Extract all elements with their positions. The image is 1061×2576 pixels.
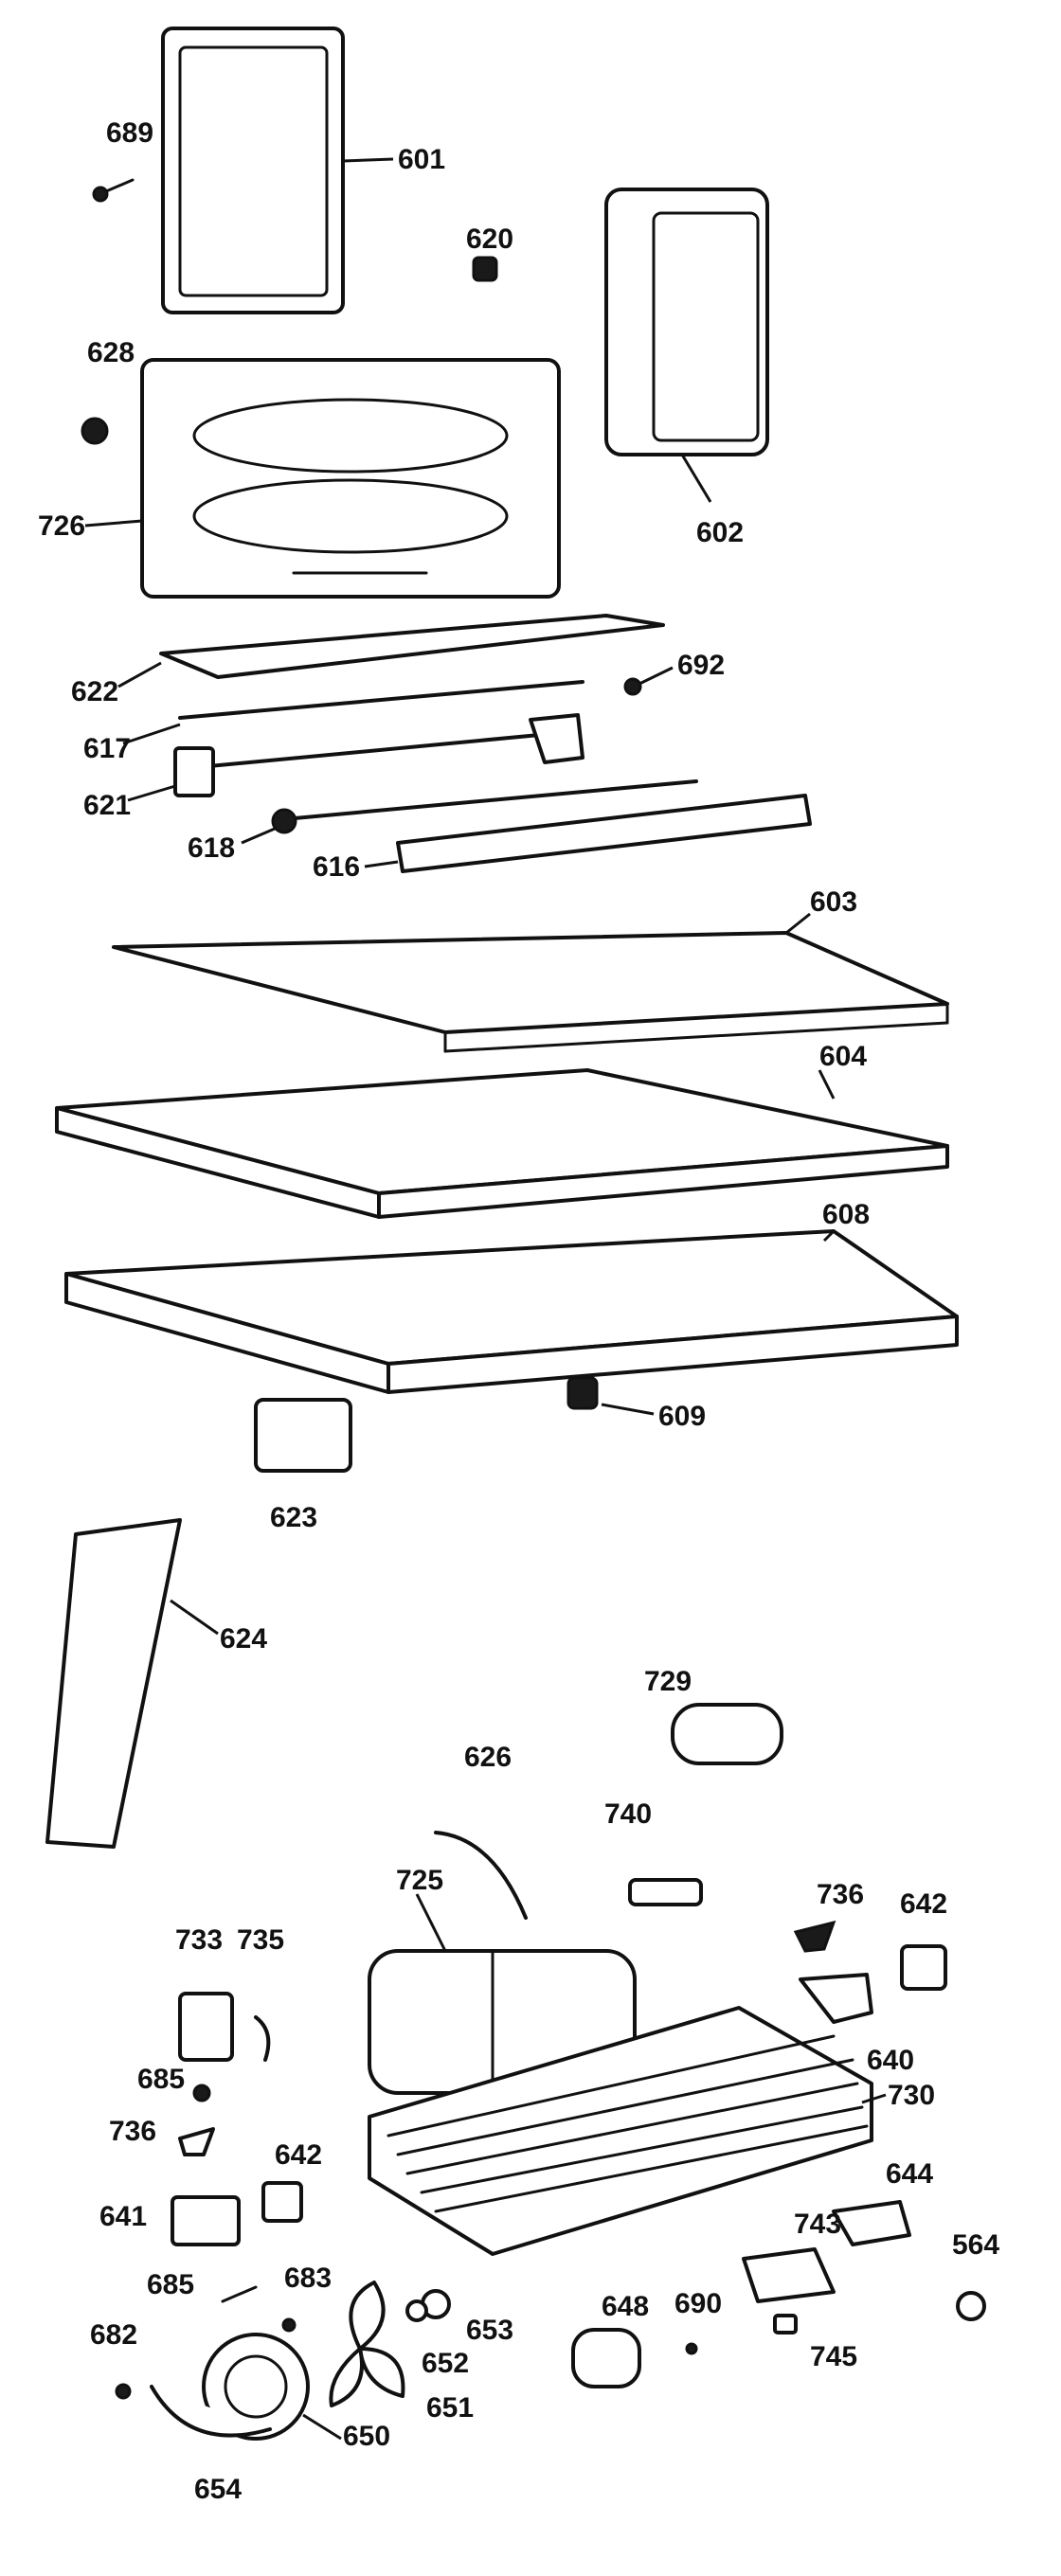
part-654-bracket — [150, 2385, 272, 2438]
part-650-shroud — [202, 2333, 310, 2441]
part-733 — [178, 1992, 234, 2062]
label-685-upper: 685 — [137, 2064, 185, 2095]
part-736-upper — [793, 1920, 836, 1953]
label-685-lower: 685 — [147, 2269, 194, 2300]
label-602: 602 — [696, 517, 744, 548]
label-736-lower: 736 — [109, 2116, 156, 2147]
part-622-pan — [159, 614, 665, 679]
part-683 — [281, 2317, 297, 2333]
label-620: 620 — [466, 224, 513, 255]
label-725: 725 — [396, 1865, 443, 1896]
label-692: 692 — [677, 650, 725, 681]
label-690: 690 — [674, 2288, 722, 2319]
label-641: 641 — [99, 2201, 147, 2232]
label-608: 608 — [822, 1199, 870, 1230]
part-564 — [956, 2291, 986, 2321]
label-644: 644 — [886, 2158, 933, 2190]
part-642-upper — [900, 1944, 947, 1991]
part-682 — [115, 2383, 132, 2400]
label-682: 682 — [90, 2319, 137, 2351]
label-609: 609 — [658, 1401, 706, 1432]
part-690 — [685, 2342, 698, 2355]
part-603-shelf — [112, 931, 949, 1053]
label-726: 726 — [38, 510, 85, 542]
part-620 — [472, 256, 498, 282]
label-642-upper: 642 — [900, 1888, 947, 1920]
part-735 — [254, 2015, 271, 2062]
label-628: 628 — [87, 337, 135, 368]
label-621: 621 — [83, 790, 131, 821]
part-616-channel — [396, 794, 812, 873]
label-735: 735 — [237, 1924, 284, 1956]
label-617: 617 — [83, 733, 131, 764]
part-602-cover — [604, 188, 769, 456]
part-617-bar — [178, 680, 584, 720]
label-736-upper: 736 — [817, 1879, 864, 1910]
label-603: 603 — [810, 886, 857, 918]
label-626: 626 — [464, 1742, 512, 1773]
part-628 — [81, 417, 109, 445]
part-608-tray — [64, 1229, 959, 1394]
part-692 — [623, 677, 642, 696]
label-683: 683 — [284, 2263, 332, 2294]
part-745 — [773, 2314, 798, 2334]
part-640 — [799, 1973, 873, 2024]
label-730: 730 — [888, 2080, 935, 2111]
part-648 — [571, 2328, 641, 2388]
label-689: 689 — [106, 117, 153, 149]
part-740 — [628, 1878, 703, 1906]
part-736-lower — [178, 2127, 215, 2156]
part-623 — [254, 1398, 352, 1473]
label-651: 651 — [426, 2392, 474, 2424]
label-624: 624 — [220, 1623, 267, 1655]
part-685-lower — [221, 2285, 258, 2303]
part-689-screw — [92, 178, 135, 203]
part-626-cord — [434, 1831, 528, 1920]
part-730-condenser — [368, 2006, 873, 2256]
part-618-rod — [271, 779, 698, 834]
label-650: 650 — [343, 2421, 390, 2452]
label-743: 743 — [794, 2209, 841, 2240]
label-622: 622 — [71, 676, 118, 707]
label-616: 616 — [313, 851, 360, 883]
label-729: 729 — [644, 1666, 692, 1697]
part-642-lower — [261, 2181, 303, 2223]
part-743 — [742, 2247, 836, 2303]
label-642-lower: 642 — [275, 2139, 322, 2171]
label-618: 618 — [188, 832, 235, 864]
part-609 — [566, 1376, 599, 1410]
label-623: 623 — [270, 1502, 317, 1533]
label-745: 745 — [810, 2341, 857, 2372]
label-733: 733 — [175, 1924, 223, 1956]
label-648: 648 — [602, 2291, 649, 2322]
part-651-fan-blade — [329, 2281, 405, 2407]
part-624-panel — [45, 1518, 182, 1849]
part-729-capacitor — [671, 1703, 783, 1765]
label-564: 564 — [952, 2229, 999, 2261]
part-641 — [171, 2195, 241, 2246]
part-604-shelf — [55, 1068, 949, 1219]
part-685-upper — [192, 2084, 211, 2102]
label-654: 654 — [194, 2474, 242, 2505]
label-653: 653 — [466, 2315, 513, 2346]
label-640: 640 — [867, 2045, 914, 2076]
label-740: 740 — [604, 1798, 652, 1830]
label-601: 601 — [398, 144, 445, 175]
part-726-evaporator — [140, 358, 561, 599]
part-644 — [832, 2200, 911, 2246]
part-652 — [405, 2299, 428, 2322]
label-652: 652 — [422, 2348, 469, 2379]
label-604: 604 — [819, 1041, 867, 1072]
part-601-frame — [161, 27, 345, 314]
part-621-rail — [173, 713, 584, 797]
